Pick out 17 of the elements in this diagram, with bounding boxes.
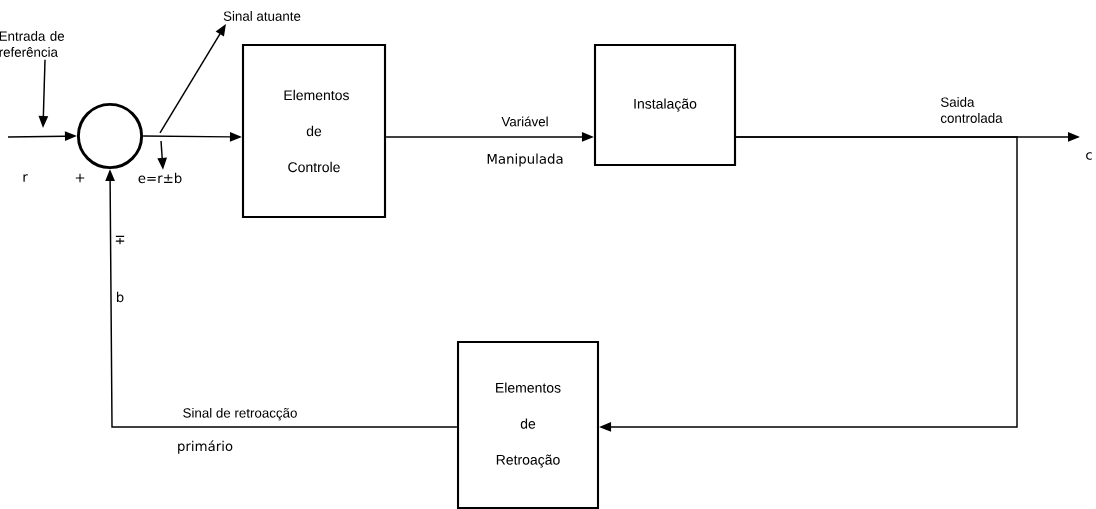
signal-label: b: [117, 291, 124, 303]
process-box: Elementos de Controle: [241, 43, 387, 219]
summing-junction: [76, 102, 144, 170]
signal-label: c: [1086, 152, 1092, 160]
edge-label: Saida controlada: [940, 97, 1003, 123]
signal-label: Manipulada: [487, 153, 563, 167]
signal-label: r: [23, 174, 28, 182]
signal-label: primário: [178, 440, 233, 454]
edge-label: Variável: [501, 116, 548, 127]
process-box: Elementos de Retroação: [456, 340, 600, 509]
signal-label: +: [75, 173, 85, 183]
process-box: Instalação: [593, 43, 737, 167]
annotation-text: Entrada de referência: [0, 31, 65, 57]
edge-label: Sinal de retroacção: [183, 407, 297, 421]
annotation-text: Sinal atuante: [223, 11, 301, 21]
signal-label: ∓: [115, 235, 125, 245]
signal-label: e=r±b: [138, 172, 182, 184]
